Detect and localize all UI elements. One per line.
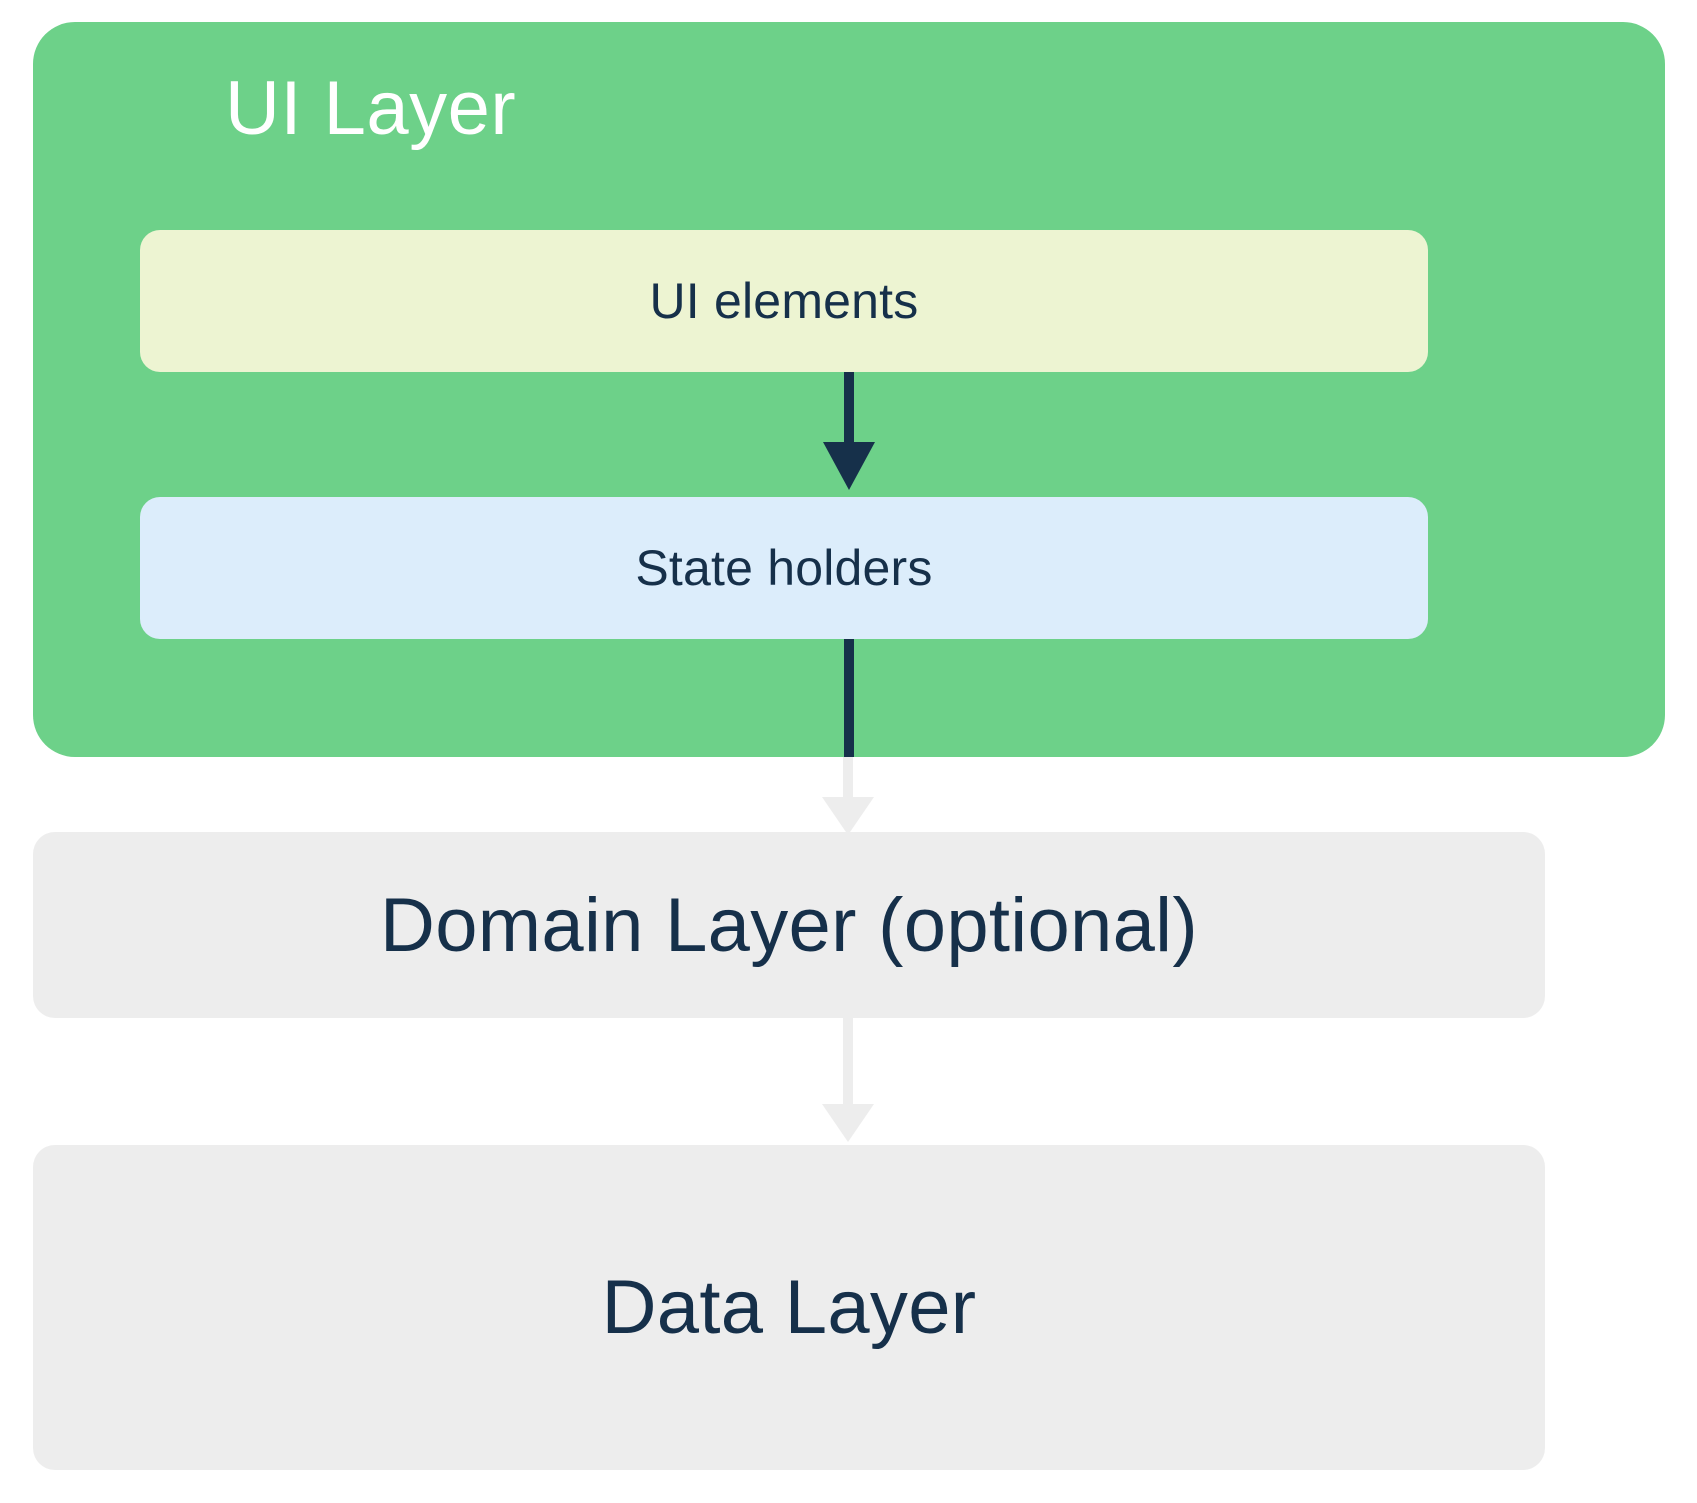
arrow-ui-elements-to-state-holders-icon — [823, 372, 875, 490]
ui-elements-box: UI elements — [140, 230, 1428, 372]
arrow-shaft — [843, 1018, 853, 1104]
ui-elements-label: UI elements — [649, 273, 919, 329]
arrow-head — [822, 1104, 874, 1142]
arrow-shaft — [843, 757, 853, 797]
data-layer-label: Data Layer — [601, 1265, 977, 1350]
ui-layer-card: UI Layer UI elements State holders — [33, 22, 1665, 757]
arrow-shaft — [844, 372, 854, 442]
data-layer-card: Data Layer — [33, 1145, 1545, 1470]
arrow-state-holders-shaft-dark — [844, 639, 854, 757]
arrow-domain-layer-to-data-layer-icon — [822, 1018, 874, 1142]
ui-layer-title: UI Layer — [225, 66, 517, 151]
arrow-state-holders-to-domain-layer-icon — [822, 757, 874, 835]
state-holders-box: State holders — [140, 497, 1428, 639]
arrow-head — [823, 442, 875, 490]
domain-layer-label: Domain Layer (optional) — [380, 882, 1198, 968]
domain-layer-card: Domain Layer (optional) — [33, 832, 1545, 1018]
arrow-head — [822, 797, 874, 835]
state-holders-label: State holders — [635, 540, 933, 596]
